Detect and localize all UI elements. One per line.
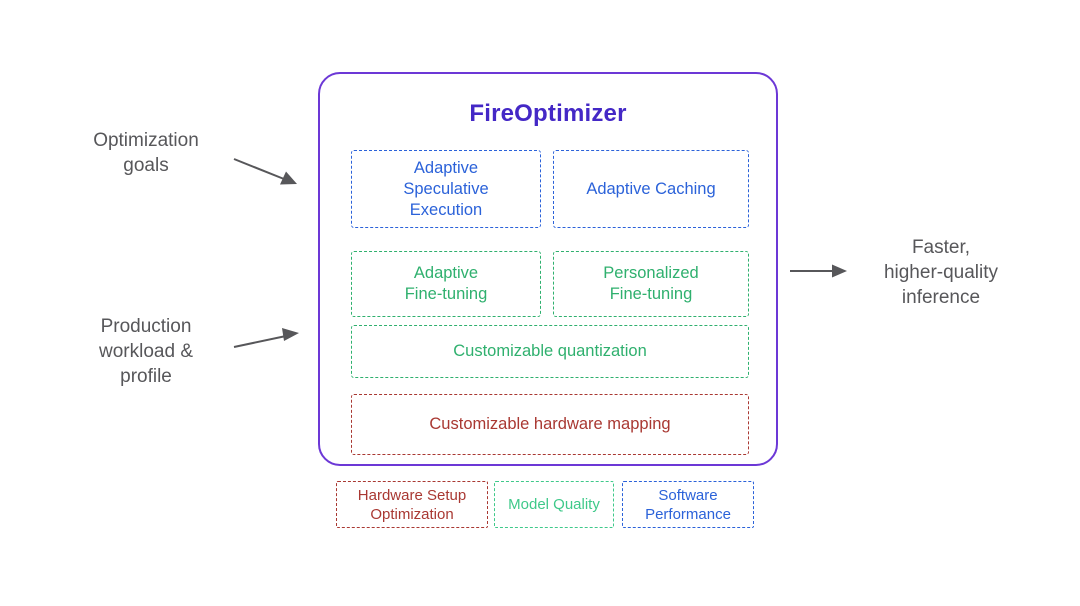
optimization-goals-arrow xyxy=(233,158,297,185)
legend-model-quality: Model Quality xyxy=(494,481,614,528)
inference-result-label: Faster, higher-quality inference xyxy=(883,237,999,308)
feature-customizable-hardware-mapping: Customizable hardware mapping xyxy=(351,394,749,455)
optimization-goals-label: Optimization goals xyxy=(93,130,199,176)
feature-customizable-quantization: Customizable quantization xyxy=(351,325,749,378)
legend-software-performance: Software Performance xyxy=(622,481,754,528)
legend-hardware-setup-optimization: Hardware Setup Optimization xyxy=(336,481,488,528)
feature-adaptive-fine-tuning: Adaptive Fine-tuning xyxy=(351,251,541,317)
inference-arrow xyxy=(790,264,847,278)
production-workload-arrow xyxy=(233,328,299,348)
fireoptimizer-container: FireOptimizer Adaptive Speculative Execu… xyxy=(318,72,778,466)
feature-adaptive-caching: Adaptive Caching xyxy=(553,150,749,228)
feature-adaptive-speculative-execution: Adaptive Speculative Execution xyxy=(351,150,541,228)
fireoptimizer-title: FireOptimizer xyxy=(469,100,627,127)
feature-personalized-fine-tuning: Personalized Fine-tuning xyxy=(553,251,749,317)
production-workload-label: Production workload & profile xyxy=(99,316,193,387)
